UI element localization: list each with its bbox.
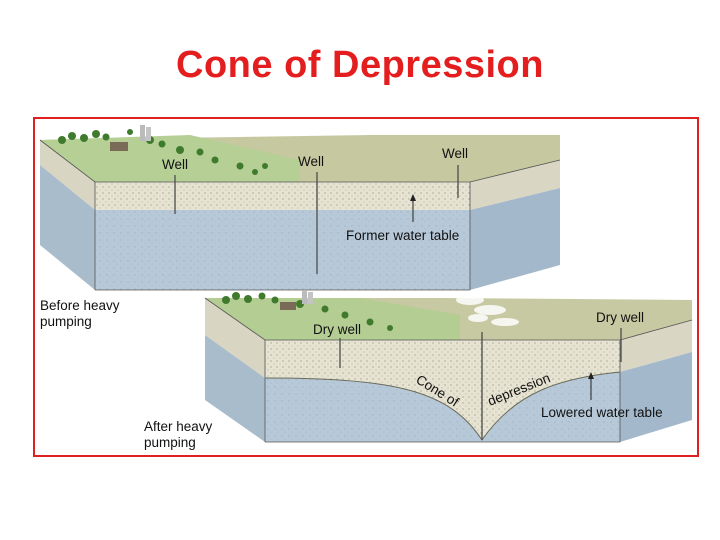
lowered-water-table-label: Lowered water table: [541, 405, 663, 420]
former-water-table-label: Former water table: [346, 228, 459, 243]
before-pumping-label-1: Before heavy: [40, 298, 120, 313]
before-well-label-1: Well: [162, 157, 188, 172]
before-left-face-sat: [40, 165, 95, 290]
cone-of-depression-curve: [264, 371, 621, 441]
slide-title: Cone of Depression: [176, 44, 544, 86]
before-well-label-2: Well: [298, 154, 324, 169]
after-right-face-sat: [620, 352, 692, 442]
before-farmhouse: [110, 142, 128, 151]
after-left-face-unsat: [205, 298, 265, 378]
after-left-face-sat: [205, 335, 265, 442]
after-farmhouse: [280, 302, 296, 310]
after-pumping-label-1: After heavy: [144, 419, 213, 434]
after-pumping-label-2: pumping: [144, 435, 196, 450]
before-farm-trees: [58, 129, 268, 175]
dry-well-label-left: Dry well: [313, 322, 361, 337]
before-right-face-sat: [470, 188, 560, 290]
after-green-surface: [205, 298, 460, 340]
before-left-face-unsat: [40, 140, 95, 210]
dry-well-label-right: Dry well: [596, 310, 644, 325]
diagram-border: [33, 117, 699, 457]
before-pumping-label-2: pumping: [40, 314, 92, 329]
pumping-spray: [456, 295, 519, 326]
after-right-face-unsat: [620, 320, 692, 372]
after-farm-trees: [222, 292, 393, 331]
after-pumping-block: Dry well Dry well Cone of depression Low…: [204, 290, 693, 443]
before-silo: [140, 125, 145, 141]
before-right-face-unsat: [470, 160, 560, 210]
after-silo: [302, 290, 307, 304]
before-green-surface: [40, 135, 300, 182]
before-well-label-3: Well: [442, 146, 468, 161]
before-pumping-block: Well Well Well Former water table: [39, 125, 561, 291]
